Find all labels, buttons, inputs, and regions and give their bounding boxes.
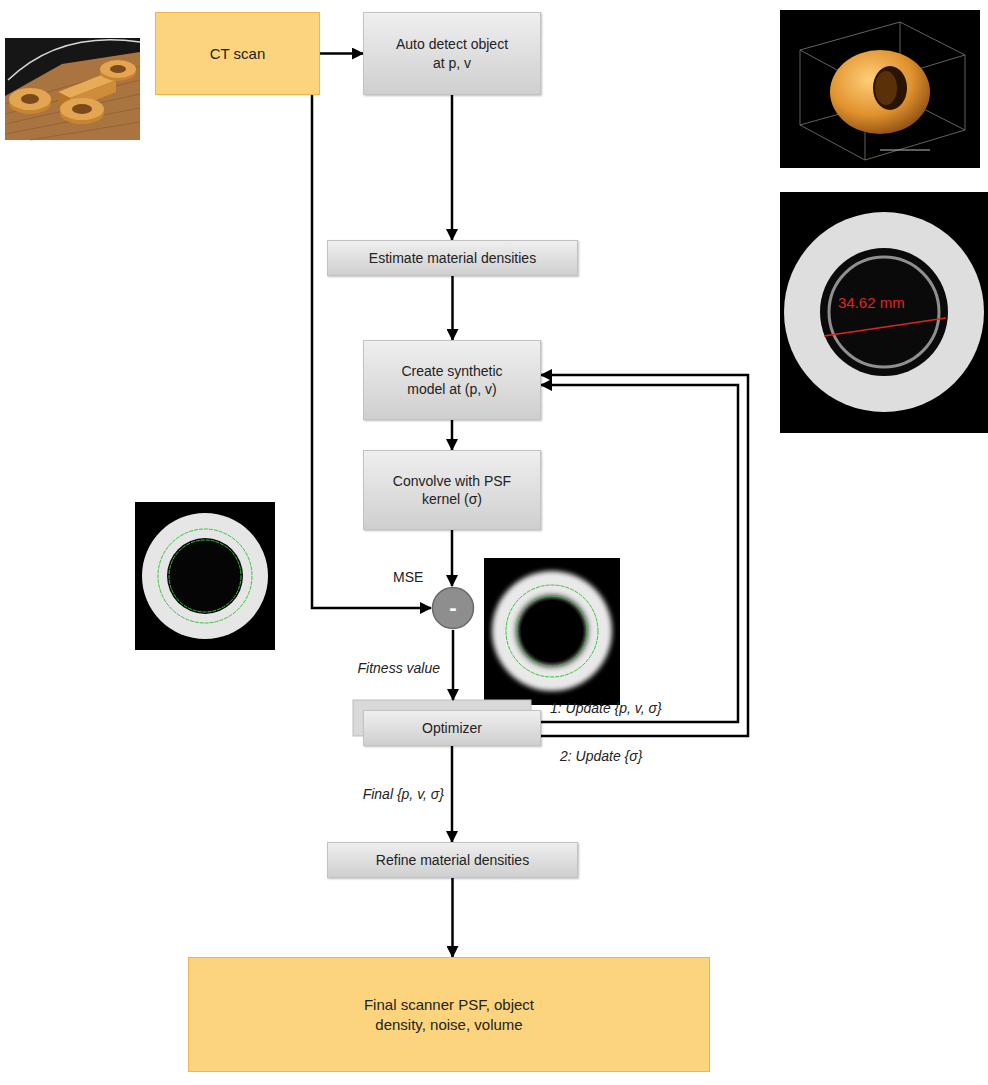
flow-arrow — [451, 276, 454, 340]
ring-render — [780, 10, 980, 168]
ct-photo — [5, 38, 140, 140]
node-text: CT scan — [204, 44, 272, 64]
flow-arrow — [451, 878, 454, 957]
ct-slice — [135, 502, 275, 650]
edge-label: 1: Update {p, v, σ} — [550, 700, 662, 716]
process-box: Refine material densities — [327, 842, 578, 878]
dimension-label: 34.62 mm — [838, 294, 905, 311]
node-text: Estimate material densities — [363, 249, 542, 267]
node-text: Optimizer — [416, 719, 488, 737]
node-text: Auto detect object at p, v — [384, 35, 521, 71]
node-text: Create synthetic model at (p, v) — [384, 362, 521, 398]
edge-label: Fitness value — [358, 660, 440, 676]
flow-arrow — [451, 95, 454, 240]
flow-arrow — [451, 530, 454, 586]
node-text: MSE — [393, 570, 423, 584]
difference-circle: MSE- — [431, 586, 475, 630]
edge-label: 2: Update {σ} — [560, 748, 642, 764]
flow-arrow — [452, 630, 455, 700]
node-text: - — [449, 597, 456, 619]
ring-slice — [780, 192, 988, 433]
node-text: Refine material densities — [370, 851, 535, 869]
node-text: Convolve with PSF kernel (σ) — [384, 472, 521, 508]
process-box: Estimate material densities — [327, 240, 578, 276]
flow-arrow — [541, 385, 738, 722]
node-text: Final scanner PSF, object density, noise… — [338, 995, 560, 1034]
circle-shape — [433, 588, 474, 629]
process-box: Auto detect object at p, v — [363, 12, 541, 95]
flow-arrow — [451, 420, 454, 450]
measure-line — [824, 318, 946, 336]
flow-arrow — [451, 746, 454, 842]
flow-arrow — [541, 375, 748, 736]
output-box: Final scanner PSF, object density, noise… — [188, 957, 710, 1072]
optimizer-box: Optimizer — [363, 710, 541, 746]
input-box: CT scan — [155, 12, 320, 95]
edge-label: Final {p, v, σ} — [363, 786, 444, 802]
model-slice — [484, 558, 620, 705]
process-box: Create synthetic model at (p, v) — [363, 340, 541, 420]
process-box: Convolve with PSF kernel (σ) — [363, 450, 541, 530]
flow-arrow — [320, 52, 363, 55]
